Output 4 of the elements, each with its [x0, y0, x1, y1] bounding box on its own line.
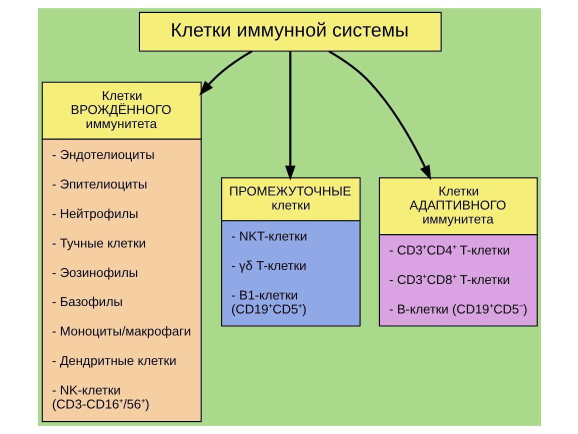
arrow: [198, 50, 252, 96]
node-box: Клетки иммунной системы: [138, 12, 442, 52]
arrow: [328, 50, 431, 180]
arrow: [284, 51, 296, 181]
